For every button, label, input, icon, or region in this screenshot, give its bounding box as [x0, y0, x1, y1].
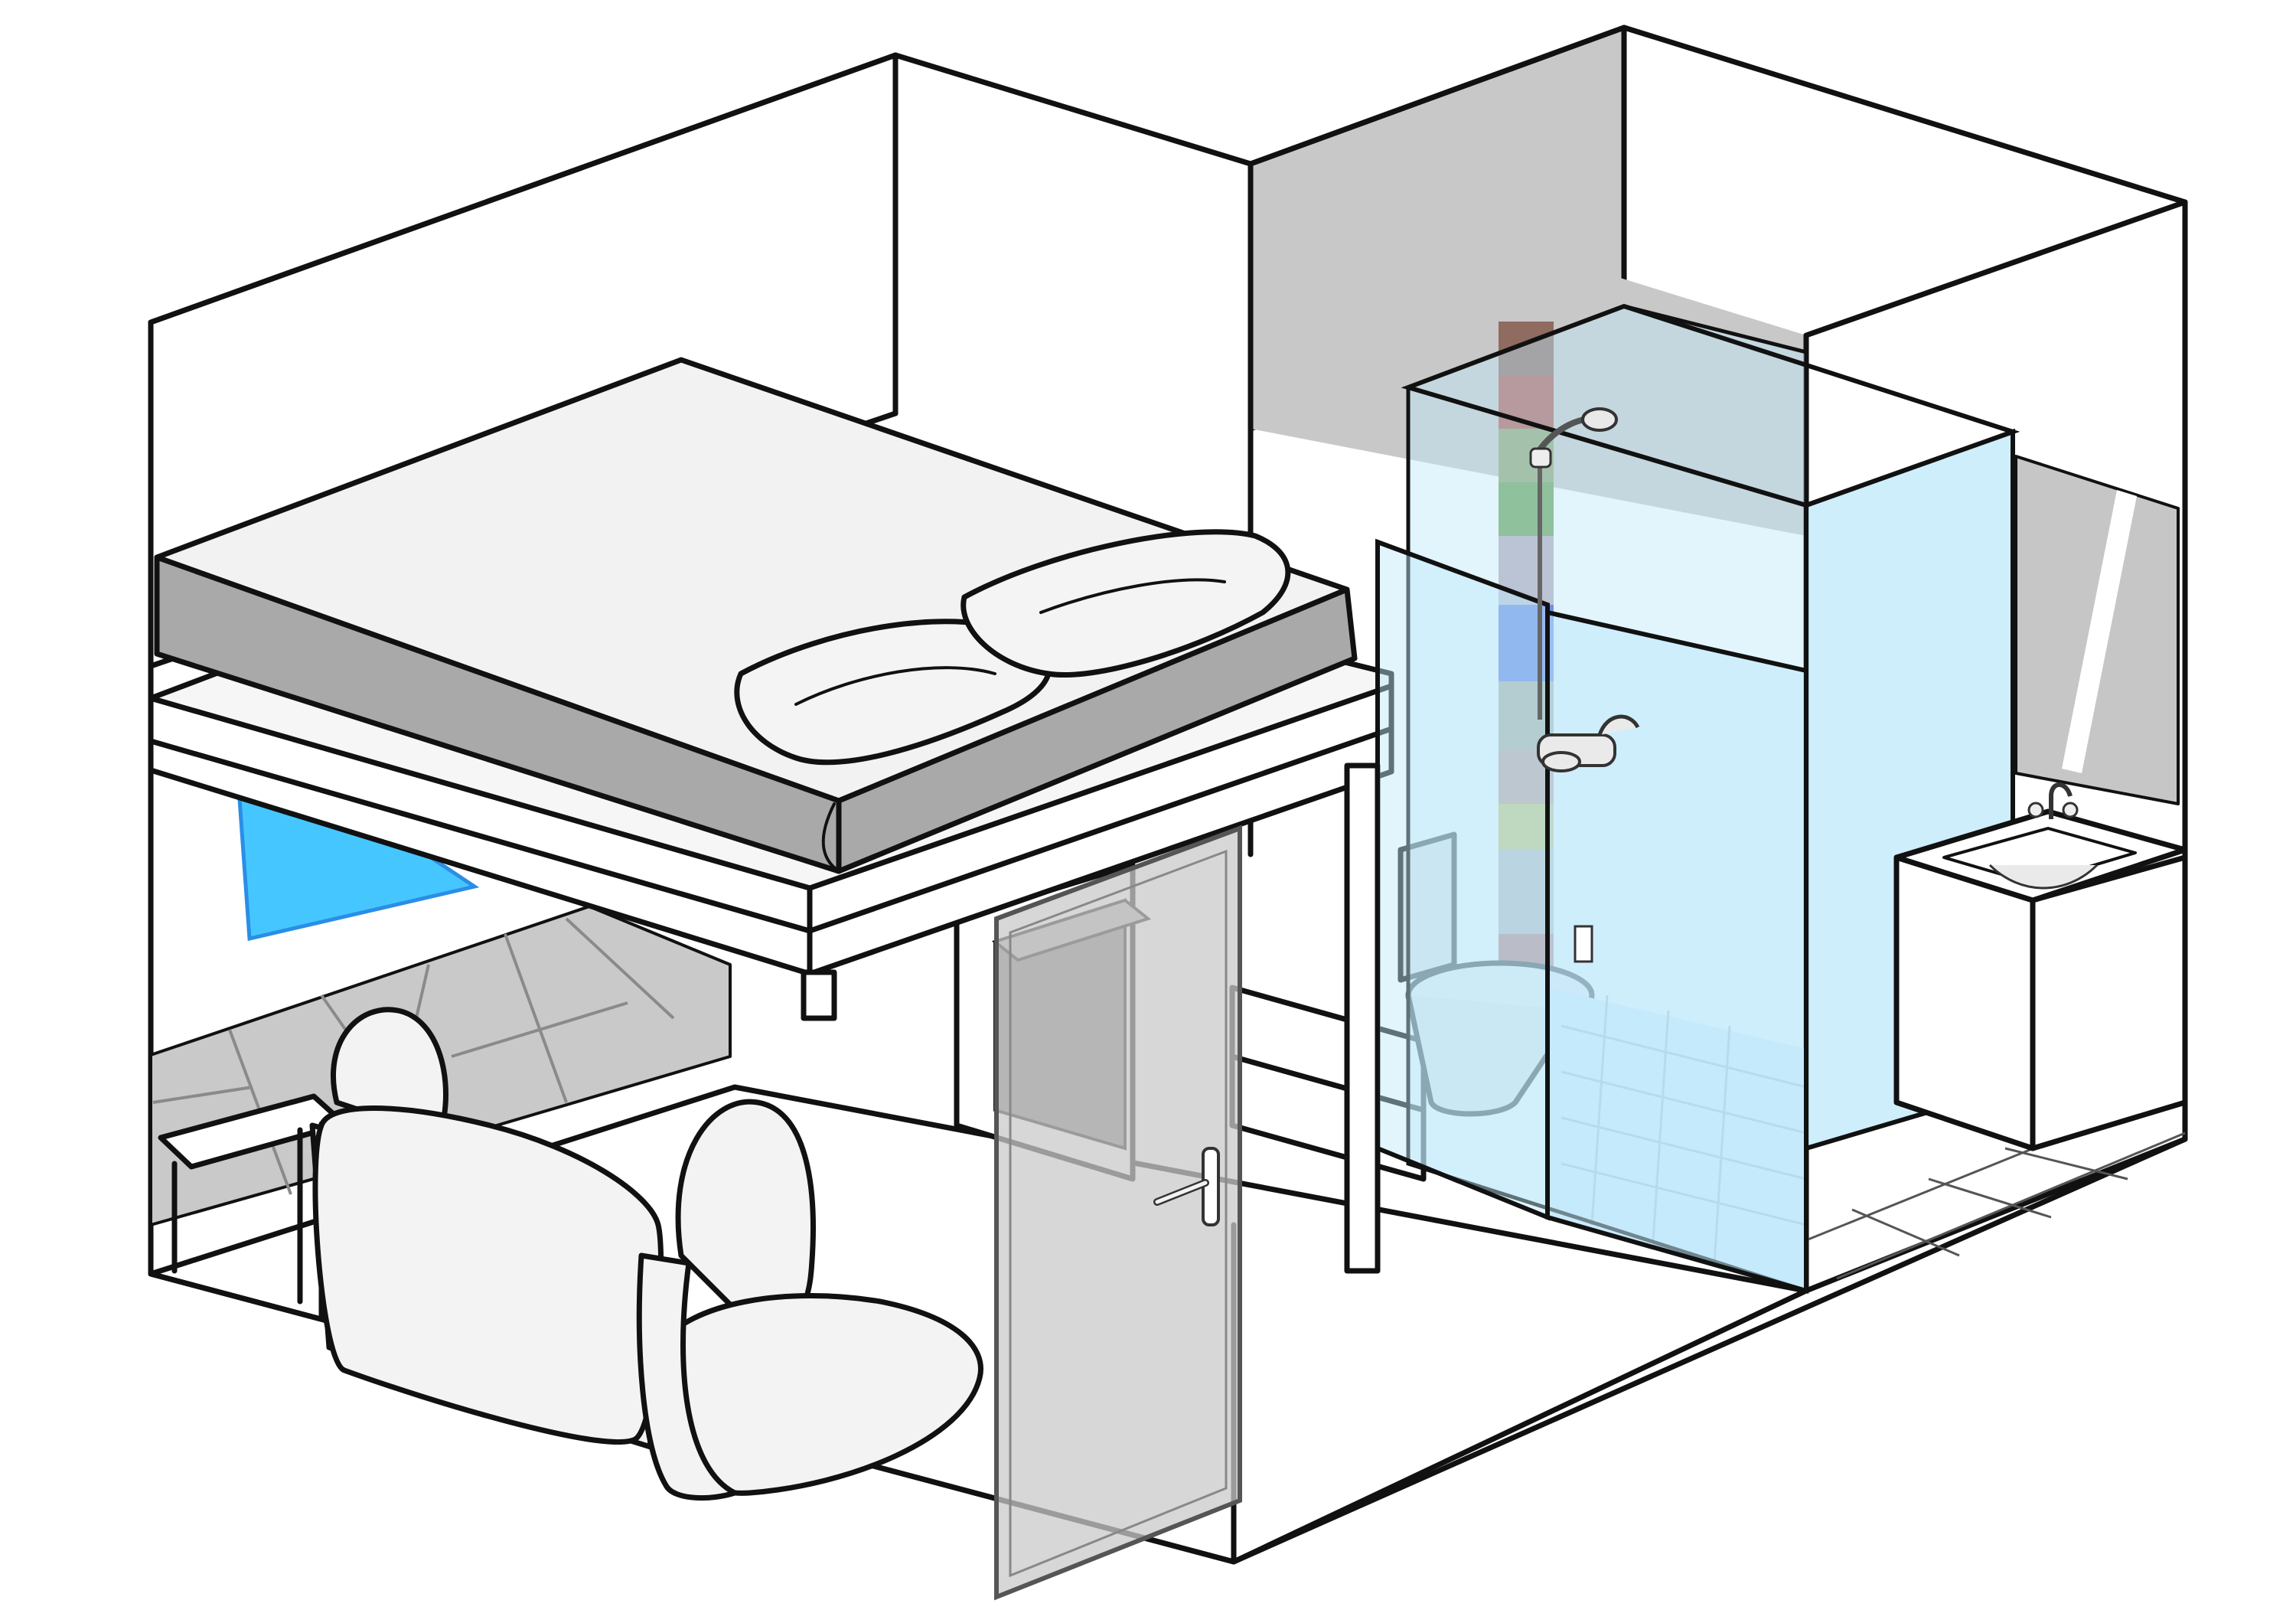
pillow-crease [794, 666, 996, 706]
door-inner-frame [1009, 849, 1228, 1578]
door-panel [994, 825, 1242, 1601]
toilet-bowl [1405, 992, 1580, 1117]
loft-rail [148, 738, 813, 934]
door-handle-icon[interactable] [1153, 1147, 1220, 1226]
faucet-icon[interactable] [2027, 782, 2079, 819]
loft-support-post [1344, 763, 1381, 1274]
mattress-corner-seam [821, 802, 840, 873]
shower-head-icon[interactable] [1529, 407, 1618, 720]
room-frame-left [148, 24, 2188, 1565]
loft-rail [807, 726, 1394, 934]
shower-mixer-icon[interactable] [1537, 714, 1640, 772]
mattress-right-side [836, 586, 1358, 874]
pillow [734, 619, 1052, 766]
pillow-crease [1039, 578, 1226, 614]
sofa-armrest [636, 1252, 738, 1501]
shower-ceiling-frame [1401, 303, 2020, 508]
sofa [309, 1007, 983, 1501]
mirror-glare [2062, 490, 2137, 773]
shower-wall-outlet [1574, 925, 1593, 963]
sink-basin-inner [1988, 864, 2099, 890]
bathroom [1375, 303, 2188, 1294]
bathroom-door [994, 825, 1242, 1601]
low-shelf-divider [1229, 1053, 1427, 1113]
shower-glass-side [1375, 538, 1550, 1221]
loft-support-post [801, 969, 837, 1021]
sink-vanity [1893, 782, 2188, 1151]
sofa-backrest-cushion [331, 1007, 448, 1136]
vanity-front [1893, 854, 2036, 1151]
loft-bed [148, 357, 1394, 1274]
vanity-side [2030, 854, 2188, 1151]
pillow [960, 529, 1291, 678]
